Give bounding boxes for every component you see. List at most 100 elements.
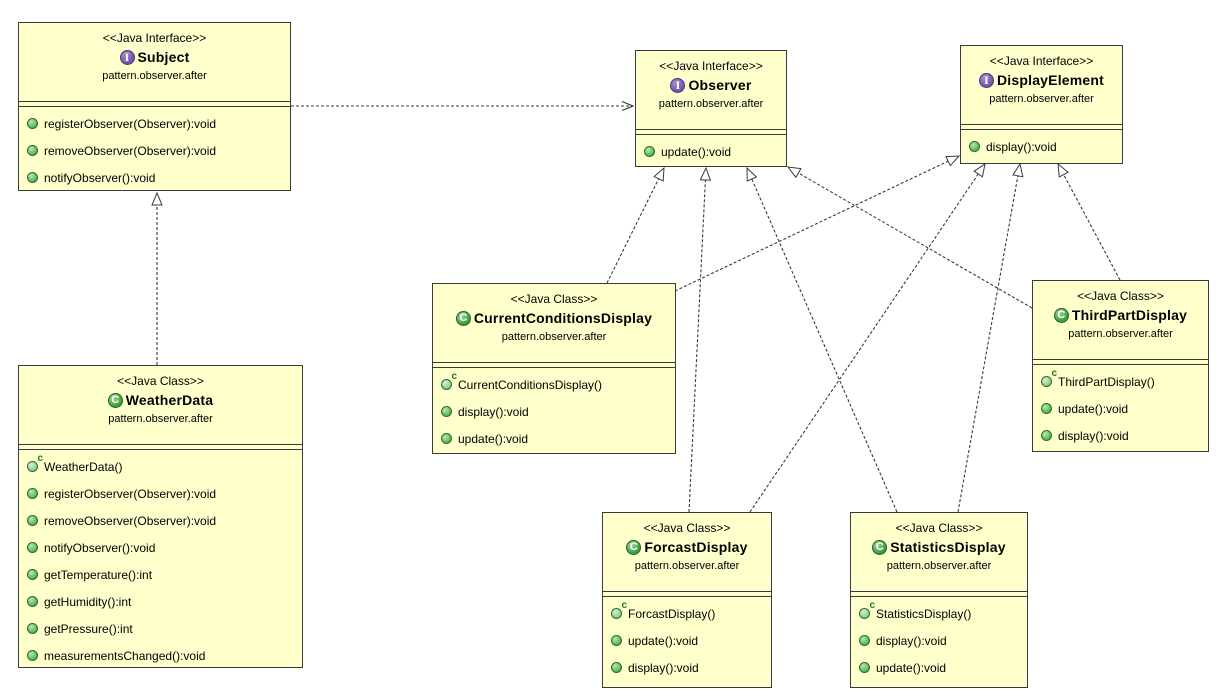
method-icon: [27, 542, 38, 553]
class-name: WeatherData: [125, 392, 214, 408]
constructor-icon: [441, 371, 457, 390]
package-label: pattern.observer.after: [658, 98, 764, 110]
method-icon: [27, 145, 38, 156]
member-label: StatisticsDisplay(): [876, 606, 972, 621]
edge-forcast-displayelement-realization: [749, 164, 985, 513]
stereotype-label: <<Java Class>>: [895, 521, 983, 535]
class-icon: [1053, 308, 1069, 323]
member-row: removeObserver(Observer):void: [19, 507, 302, 534]
member-row: measurementsChanged():void: [19, 642, 302, 667]
edge-statistics-displayelement-realization: [957, 164, 1020, 513]
member-label: notifyObserver():void: [44, 170, 156, 185]
class-name: StatisticsDisplay: [890, 539, 1006, 555]
constructor-icon: [1041, 368, 1057, 387]
class-box-forcastdisplay[interactable]: <<Java Class>> ForcastDisplay pattern.ob…: [602, 512, 772, 688]
member-row: registerObserver(Observer):void: [19, 110, 290, 137]
class-name: ForcastDisplay: [644, 539, 748, 555]
member-label: measurementsChanged():void: [44, 648, 206, 663]
member-row: update():void: [1033, 395, 1208, 422]
interface-icon: [119, 50, 135, 65]
class-box-thirdpartdisplay[interactable]: <<Java Class>> ThirdPartDisplay pattern.…: [1032, 280, 1209, 452]
compartment-separator: [19, 444, 302, 450]
class-icon: [455, 311, 471, 326]
class-icon: [107, 393, 123, 408]
member-row: getHumidity():int: [19, 588, 302, 615]
member-row: display():void: [603, 654, 771, 681]
member-label: display():void: [876, 633, 947, 648]
member-row: getPressure():int: [19, 615, 302, 642]
package-label: pattern.observer.after: [501, 331, 607, 343]
member-row: update():void: [603, 627, 771, 654]
member-label: display():void: [628, 660, 699, 675]
method-icon: [644, 146, 655, 157]
member-row: removeObserver(Observer):void: [19, 137, 290, 164]
class-icon: [872, 540, 888, 555]
member-label: WeatherData(): [44, 459, 123, 474]
method-icon: [27, 118, 38, 129]
method-icon: [27, 623, 38, 634]
stereotype-label: <<Java Class>>: [1077, 289, 1164, 303]
member-row: getTemperature():int: [19, 561, 302, 588]
constructor-icon: [27, 453, 43, 472]
class-box-weatherdata[interactable]: <<Java Class>> WeatherData pattern.obser…: [18, 365, 303, 668]
stereotype-label: <<Java Class>>: [117, 374, 204, 388]
compartment-separator: [1033, 359, 1208, 365]
method-icon: [969, 141, 980, 152]
member-row: ThirdPartDisplay(): [1033, 368, 1208, 395]
member-label: registerObserver(Observer):void: [44, 116, 217, 131]
stereotype-label: <<Java Interface>>: [102, 31, 207, 45]
class-box-subject[interactable]: <<Java Interface>> Subject pattern.obser…: [18, 22, 291, 191]
edge-forcast-observer-realization: [688, 168, 706, 513]
package-label: pattern.observer.after: [1068, 328, 1173, 340]
member-row: display():void: [961, 133, 1122, 160]
method-icon: [27, 515, 38, 526]
method-icon: [27, 488, 38, 499]
compartment-separator: [433, 362, 675, 368]
member-row: display():void: [851, 627, 1027, 654]
member-label: display():void: [1058, 428, 1129, 443]
method-icon: [441, 406, 452, 417]
member-label: update():void: [1058, 401, 1129, 416]
member-row: display():void: [433, 398, 675, 425]
package-label: pattern.observer.after: [886, 560, 992, 572]
member-label: removeObserver(Observer):void: [44, 513, 217, 528]
member-label: display():void: [458, 404, 529, 419]
class-icon: [626, 540, 642, 555]
member-label: getHumidity():int: [44, 594, 132, 609]
class-name: Subject: [137, 49, 190, 65]
member-label: CurrentConditionsDisplay(): [458, 377, 603, 392]
class-name: CurrentConditionsDisplay: [473, 310, 653, 326]
edge-statistics-observer-realization: [747, 168, 898, 513]
member-row: update():void: [636, 138, 786, 165]
member-label: ForcastDisplay(): [628, 606, 716, 621]
member-label: removeObserver(Observer):void: [44, 143, 217, 158]
method-icon: [27, 596, 38, 607]
compartment-separator: [636, 129, 786, 135]
class-box-currentconditionsdisplay[interactable]: <<Java Class>> CurrentConditionsDisplay …: [432, 283, 676, 454]
member-row: update():void: [851, 654, 1027, 681]
member-row: StatisticsDisplay(): [851, 600, 1027, 627]
method-icon: [27, 569, 38, 580]
class-name: Observer: [688, 77, 752, 93]
method-icon: [27, 172, 38, 183]
package-label: pattern.observer.after: [108, 413, 213, 425]
member-label: update():void: [876, 660, 947, 675]
class-box-displayelement[interactable]: <<Java Interface>> DisplayElement patter…: [960, 45, 1123, 164]
member-row: notifyObserver():void: [19, 164, 290, 190]
class-box-statisticsdisplay[interactable]: <<Java Class>> StatisticsDisplay pattern…: [850, 512, 1028, 688]
method-icon: [611, 662, 622, 673]
member-label: registerObserver(Observer):void: [44, 486, 217, 501]
member-row: registerObserver(Observer):void: [19, 480, 302, 507]
method-icon: [27, 650, 38, 661]
compartment-separator: [19, 101, 290, 107]
class-box-observer[interactable]: <<Java Interface>> Observer pattern.obse…: [635, 50, 787, 167]
method-icon: [859, 635, 870, 646]
constructor-icon: [611, 600, 627, 619]
package-label: pattern.observer.after: [634, 560, 740, 572]
member-label: update():void: [661, 144, 732, 159]
interface-icon: [670, 78, 686, 93]
class-name: DisplayElement: [996, 72, 1105, 88]
member-row: update():void: [433, 425, 675, 452]
constructor-icon: [859, 600, 875, 619]
